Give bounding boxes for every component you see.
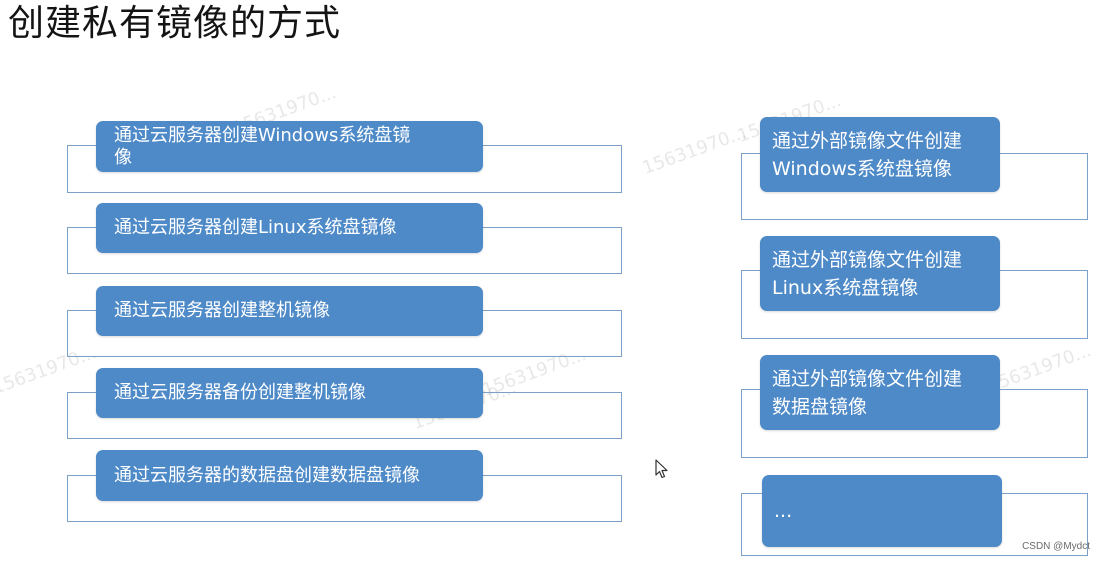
slide-title: 创建私有镜像的方式 (8, 3, 342, 44)
left-item-2[interactable]: 通过云服务器创建Linux系统盘镜像 (96, 203, 483, 253)
right-item-1-line2: Windows系统盘镜像 (772, 157, 952, 180)
left-item-1[interactable]: 通过云服务器创建Windows系统盘镜 像 (96, 121, 483, 172)
watermark: 15631970... (639, 122, 750, 179)
right-item-2[interactable]: 通过外部镜像文件创建 Linux系统盘镜像 (760, 236, 1000, 311)
right-item-4[interactable]: ... (762, 475, 1002, 547)
left-item-5[interactable]: 通过云服务器的数据盘创建数据盘镜像 (96, 450, 483, 501)
right-item-3-line1: 通过外部镜像文件创建 (772, 367, 963, 390)
left-item-3-line1: 通过云服务器创建整机镜像 (114, 300, 330, 321)
right-item-1[interactable]: 通过外部镜像文件创建 Windows系统盘镜像 (760, 117, 1000, 192)
left-item-2-line1: 通过云服务器创建Linux系统盘镜像 (114, 217, 397, 238)
left-item-4[interactable]: 通过云服务器备份创建整机镜像 (96, 368, 483, 418)
left-item-5-line1: 通过云服务器的数据盘创建数据盘镜像 (114, 464, 420, 486)
left-item-3[interactable]: 通过云服务器创建整机镜像 (96, 286, 483, 336)
right-item-1-line1: 通过外部镜像文件创建 (772, 129, 963, 152)
right-item-2-line2: Linux系统盘镜像 (772, 276, 919, 299)
left-item-4-line1: 通过云服务器备份创建整机镜像 (114, 382, 366, 403)
right-item-2-line1: 通过外部镜像文件创建 (772, 248, 963, 271)
right-item-3-line2: 数据盘镜像 (772, 395, 868, 418)
credit-text: CSDN @Mydct (1022, 541, 1090, 552)
right-item-3[interactable]: 通过外部镜像文件创建 数据盘镜像 (760, 355, 1000, 430)
left-item-1-line1: 通过云服务器创建Windows系统盘镜 (114, 124, 411, 146)
right-item-4-line1: ... (774, 500, 793, 522)
mouse-cursor-icon (655, 459, 668, 479)
left-item-1-line2: 像 (114, 146, 132, 168)
